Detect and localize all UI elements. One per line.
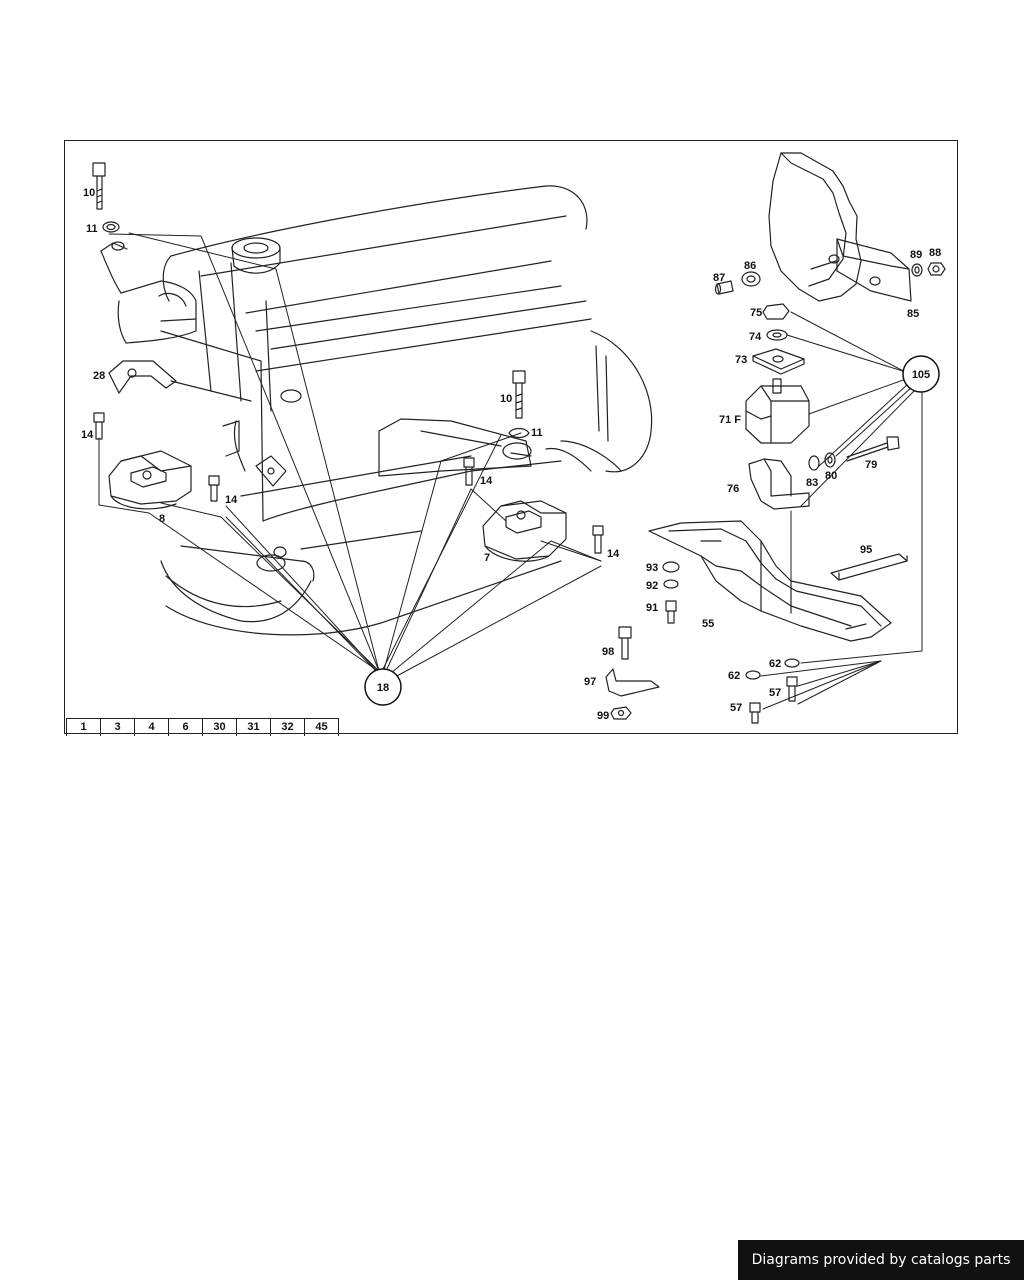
- part-label[interactable]: 14: [81, 429, 94, 441]
- part-label[interactable]: 88: [929, 247, 941, 259]
- part-label[interactable]: 57: [769, 687, 781, 699]
- part-label[interactable]: 89: [910, 249, 922, 261]
- part-label[interactable]: 97: [584, 676, 596, 688]
- section-tab[interactable]: 4: [134, 719, 168, 736]
- part-label[interactable]: 11: [531, 427, 543, 439]
- section-tab[interactable]: 45: [304, 719, 338, 736]
- part-label[interactable]: 95: [860, 544, 872, 556]
- part-label[interactable]: 14: [225, 494, 238, 506]
- part-label[interactable]: 76: [727, 483, 739, 495]
- part-label[interactable]: 10: [83, 187, 95, 199]
- part-label[interactable]: 92: [646, 580, 658, 592]
- section-tab[interactable]: 1: [66, 719, 100, 736]
- section-tab[interactable]: 30: [202, 719, 236, 736]
- callout-circle-105[interactable]: 105: [902, 355, 940, 393]
- part-label[interactable]: 62: [769, 658, 781, 670]
- fastener-illustrations: [92, 162, 604, 554]
- part-label[interactable]: 93: [646, 562, 658, 574]
- center-engine-mount-illustration: [482, 500, 567, 562]
- part-label[interactable]: 99: [597, 710, 609, 722]
- part-number-labels: 10 11 28 14 14 8 10 11 14 7 14 87 86 89 …: [81, 187, 941, 722]
- svg-text:18: 18: [377, 682, 389, 694]
- part-label[interactable]: 28: [93, 370, 105, 382]
- credit-banner: Diagrams provided by catalogs parts: [738, 1240, 1024, 1280]
- part-label[interactable]: 74: [749, 331, 762, 343]
- part-label[interactable]: 79: [865, 459, 877, 471]
- part-label[interactable]: 7: [484, 552, 490, 564]
- part-label[interactable]: 73: [735, 354, 747, 366]
- transmission-housing-illustration: [768, 152, 912, 302]
- part-label[interactable]: 14: [480, 475, 493, 487]
- section-tab[interactable]: 32: [270, 719, 304, 736]
- section-tab[interactable]: 6: [168, 719, 202, 736]
- callout-circle-18[interactable]: 18: [364, 668, 402, 706]
- part-label[interactable]: 55: [702, 618, 714, 630]
- part-label[interactable]: 85: [907, 308, 919, 320]
- engine-block-illustration: [100, 185, 653, 636]
- transmission-mount-parts-illustration: [605, 262, 946, 724]
- left-engine-mount-illustration: [108, 360, 192, 510]
- section-tab[interactable]: 3: [100, 719, 134, 736]
- part-label[interactable]: 87: [713, 272, 725, 284]
- part-label[interactable]: 98: [602, 646, 614, 658]
- part-label[interactable]: 91: [646, 602, 658, 614]
- part-label[interactable]: 71 F: [719, 414, 741, 426]
- part-label[interactable]: 86: [744, 260, 756, 272]
- svg-text:105: 105: [912, 369, 930, 381]
- part-label[interactable]: 10: [500, 393, 512, 405]
- part-label[interactable]: 57: [730, 702, 742, 714]
- part-label[interactable]: 83: [806, 477, 818, 489]
- part-label[interactable]: 11: [86, 223, 98, 235]
- part-label[interactable]: 14: [607, 548, 620, 560]
- part-label[interactable]: 62: [728, 670, 740, 682]
- callout-leader-lines: [98, 232, 923, 710]
- exploded-parts-diagram: 18 105 10 11 28 14 14 8 10 11 14 7 14 87…: [81, 152, 946, 724]
- part-label[interactable]: 8: [159, 513, 165, 525]
- section-tab[interactable]: 31: [236, 719, 270, 736]
- part-label[interactable]: 75: [750, 307, 762, 319]
- part-label[interactable]: 80: [825, 470, 837, 482]
- parts-diagram-frame: 18 105 10 11 28 14 14 8 10 11 14 7 14 87…: [64, 140, 958, 736]
